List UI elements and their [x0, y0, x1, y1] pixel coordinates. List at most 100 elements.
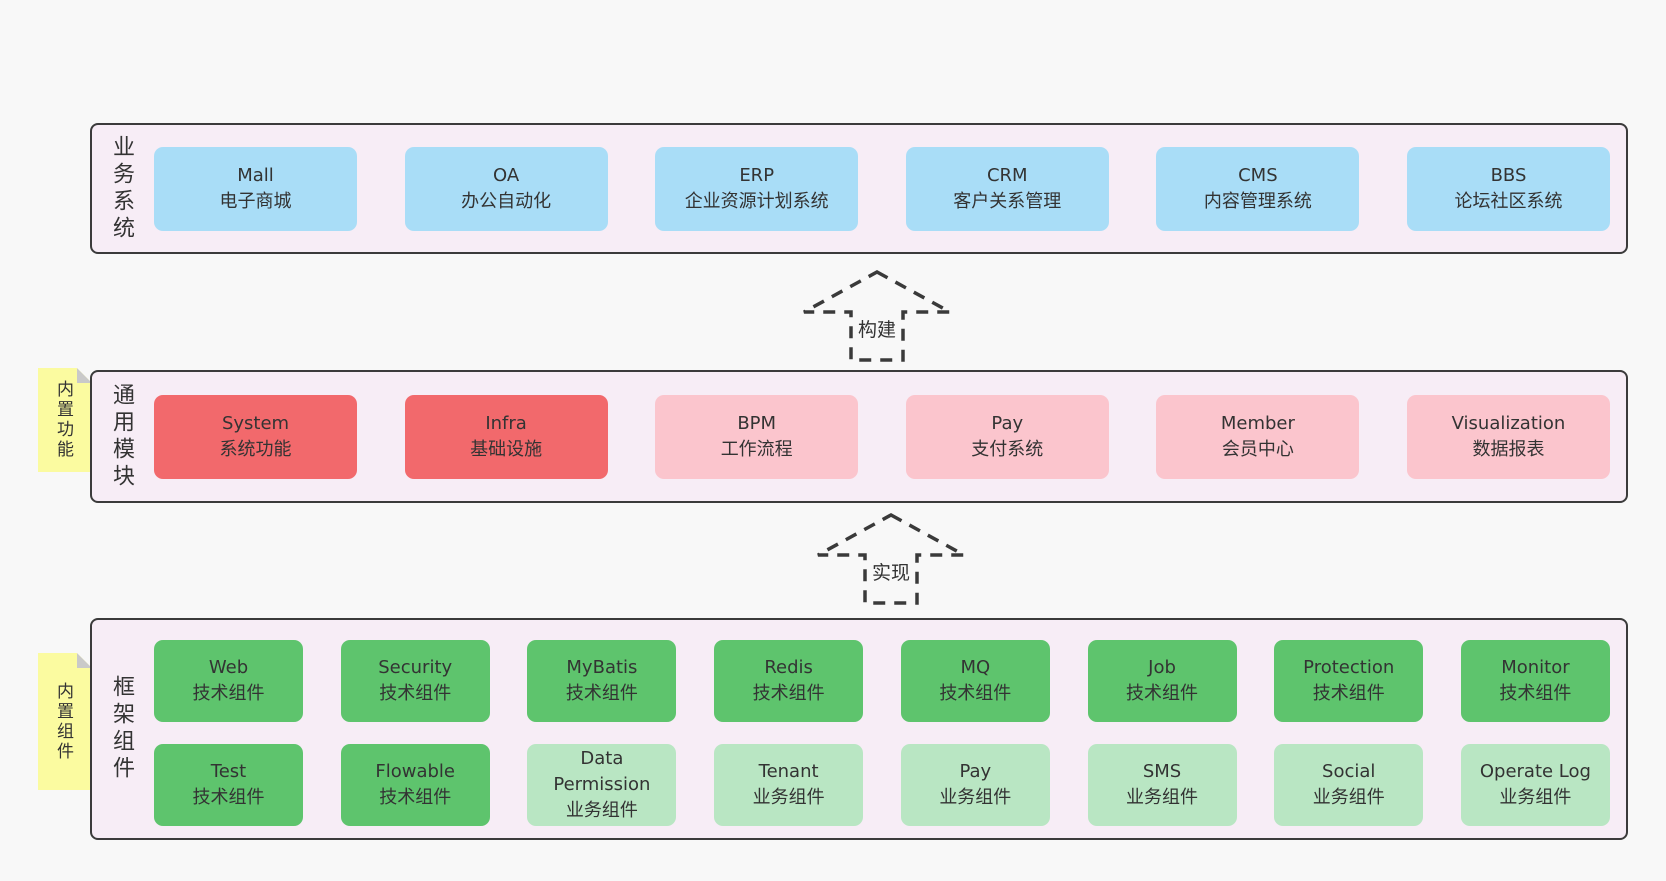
box-subtitle: 技术组件: [1126, 683, 1199, 704]
box-title: Security: [378, 657, 453, 678]
band-label: 业务系统: [109, 134, 134, 243]
sticky-note-text: 内置功能: [53, 380, 73, 460]
dashed-up-arrow-implement: 实现: [815, 513, 967, 605]
box-subtitle: 业务组件: [565, 800, 638, 821]
box-subtitle: 数据报表: [1472, 438, 1545, 460]
box-title: Visualization: [1451, 412, 1566, 434]
band-label: 通用模块: [109, 382, 134, 491]
box-subtitle: 系统功能: [219, 438, 292, 460]
band-framework-components: 框架组件 Web 技术组件 Security 技术组件 MyBatis 技术组件…: [90, 618, 1628, 840]
box-cms: CMS 内容管理系统: [1156, 146, 1360, 231]
box-subtitle: 客户关系管理: [953, 190, 1062, 212]
box-subtitle: 业务组件: [939, 787, 1012, 808]
box-row: Web 技术组件 Security 技术组件 MyBatis 技术组件 Redi…: [154, 640, 1610, 722]
box-title: Member: [1220, 412, 1295, 434]
box-title: Social: [1322, 761, 1376, 782]
box-bpm: BPM 工作流程: [655, 394, 859, 479]
sticky-note-built-in-features: 内置功能: [38, 368, 92, 472]
box-title: CMS: [1238, 164, 1278, 186]
sticky-note-built-in-components: 内置组件: [38, 653, 92, 790]
box-system: System 系统功能: [154, 394, 357, 479]
box-subtitle: 办公自动化: [461, 190, 552, 212]
box-tenant: Tenant 业务组件: [714, 744, 864, 826]
box-subtitle: 技术组件: [1312, 683, 1385, 704]
box-row: Test 技术组件 Flowable 技术组件 Data Permission …: [154, 744, 1610, 826]
band-common-modules: 通用模块 System 系统功能 Infra 基础设施 BPM 工作流程 Pay…: [90, 370, 1628, 503]
box-title: Pay: [959, 761, 992, 782]
box-title: Job: [1148, 657, 1176, 678]
box-subtitle: 电子商城: [219, 190, 292, 212]
box-title: BPM: [737, 412, 777, 434]
box-sms: SMS 业务组件: [1087, 744, 1237, 826]
box-mybatis: MyBatis 技术组件: [527, 640, 677, 722]
box-member: Member 会员中心: [1156, 394, 1360, 479]
box-bbs: BBS 论坛社区系统: [1406, 146, 1610, 231]
box-subtitle: 业务组件: [1499, 787, 1572, 808]
box-mall: Mall 电子商城: [154, 146, 357, 231]
up-arrow-icon: [817, 513, 965, 605]
box-subtitle: 业务组件: [1126, 787, 1199, 808]
box-subtitle: 论坛社区系统: [1454, 190, 1563, 212]
box-row: System 系统功能 Infra 基础设施 BPM 工作流程 Pay 支付系统…: [154, 372, 1610, 501]
box-flowable: Flowable 技术组件: [340, 744, 490, 826]
box-title: Tenant: [758, 761, 819, 782]
box-title: MyBatis: [566, 657, 638, 678]
box-pay-system: Pay 支付系统: [905, 394, 1109, 479]
box-security: Security 技术组件: [340, 640, 490, 722]
box-subtitle: 技术组件: [939, 683, 1012, 704]
box-title: Pay: [991, 412, 1024, 434]
box-subtitle: 基础设施: [470, 438, 543, 460]
box-title: BBS: [1490, 164, 1527, 186]
box-redis: Redis 技术组件: [714, 640, 864, 722]
box-job: Job 技术组件: [1087, 640, 1237, 722]
box-title: Protection: [1303, 657, 1395, 678]
band-label: 框架组件: [109, 675, 134, 783]
band-business-systems: 业务系统 Mall 电子商城 OA 办公自动化 ERP 企业资源计划系统 CRM…: [90, 123, 1628, 254]
box-subtitle: 技术组件: [565, 683, 638, 704]
sticky-note-text: 内置组件: [53, 681, 73, 762]
box-subtitle: 业务组件: [752, 787, 825, 808]
box-title: Infra: [485, 412, 527, 434]
box-subtitle: 工作流程: [720, 438, 793, 460]
box-web: Web 技术组件: [154, 640, 303, 722]
box-subtitle: 技术组件: [192, 787, 265, 808]
box-oa: OA 办公自动化: [404, 146, 608, 231]
box-title: Test: [210, 761, 247, 782]
box-operate-log: Operate Log 业务组件: [1460, 744, 1610, 826]
box-title: Flowable: [375, 761, 456, 782]
box-title: Redis: [764, 657, 813, 678]
box-test: Test 技术组件: [154, 744, 303, 826]
box-subtitle: 业务组件: [1312, 787, 1385, 808]
box-title: Data Permission: [553, 748, 651, 795]
box-subtitle: 技术组件: [752, 683, 825, 704]
up-arrow-icon: [803, 270, 951, 362]
box-subtitle: 技术组件: [379, 683, 452, 704]
arrow-label: 构建: [853, 314, 901, 343]
box-row: Mall 电子商城 OA 办公自动化 ERP 企业资源计划系统 CRM 客户关系…: [154, 125, 1610, 252]
box-monitor: Monitor 技术组件: [1460, 640, 1610, 722]
box-subtitle: 企业资源计划系统: [684, 190, 829, 212]
box-title: Monitor: [1501, 657, 1570, 678]
box-title: System: [221, 412, 290, 434]
box-title: MQ: [960, 657, 991, 678]
box-subtitle: 技术组件: [379, 787, 452, 808]
box-subtitle: 内容管理系统: [1203, 190, 1312, 212]
box-title: Web: [208, 657, 249, 678]
box-title: SMS: [1142, 761, 1182, 782]
box-mq: MQ 技术组件: [900, 640, 1050, 722]
box-subtitle: 技术组件: [1499, 683, 1572, 704]
box-subtitle: 支付系统: [971, 438, 1044, 460]
box-title: OA: [493, 164, 520, 186]
arrow-label: 实现: [867, 557, 915, 586]
box-title: ERP: [739, 164, 775, 186]
box-title: Operate Log: [1479, 761, 1591, 782]
box-subtitle: 技术组件: [192, 683, 265, 704]
box-visualization: Visualization 数据报表: [1406, 394, 1610, 479]
box-data-permission: Data Permission 业务组件: [527, 744, 677, 826]
box-infra: Infra 基础设施: [404, 394, 608, 479]
box-social: Social 业务组件: [1274, 744, 1424, 826]
box-subtitle: 会员中心: [1221, 438, 1294, 460]
box-protection: Protection 技术组件: [1274, 640, 1424, 722]
box-erp: ERP 企业资源计划系统: [655, 146, 859, 231]
